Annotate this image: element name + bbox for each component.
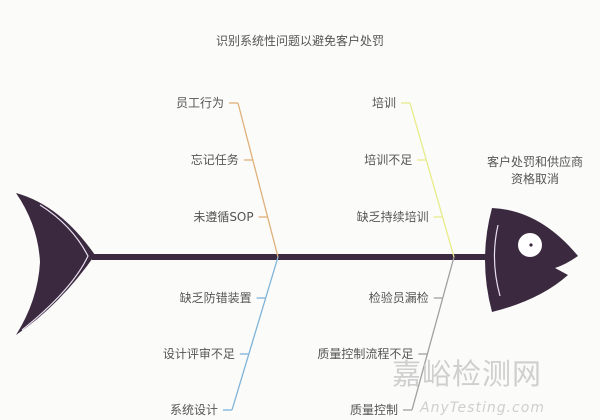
category-label: 培训 bbox=[371, 96, 396, 110]
effect-line1: 客户处罚和供应商 bbox=[486, 155, 583, 169]
category-bone bbox=[237, 102, 279, 258]
effect-line2: 资格取消 bbox=[510, 172, 559, 186]
category-label: 系统设计 bbox=[169, 403, 218, 417]
category-label: 员工行为 bbox=[175, 96, 224, 110]
effect-label: 客户处罚和供应商资格取消 bbox=[470, 154, 600, 188]
diagram-title: 识别系统性问题以避免客户处罚 bbox=[215, 34, 384, 48]
category-bone bbox=[409, 102, 455, 258]
category-bone bbox=[411, 256, 455, 411]
fish-spine bbox=[92, 254, 492, 260]
cause-label: 检验员漏检 bbox=[368, 291, 429, 305]
fish-head bbox=[485, 208, 578, 312]
fish-tail-highlight bbox=[21, 204, 89, 331]
cause-label: 质量控制流程不足 bbox=[317, 347, 414, 361]
fish-head-highlight bbox=[493, 224, 501, 297]
cause-label: 未遵循SOP bbox=[193, 210, 254, 224]
cause-label: 设计评审不足 bbox=[162, 347, 235, 361]
fish-pupil bbox=[529, 243, 533, 247]
cause-label: 缺乏防错装置 bbox=[179, 291, 252, 305]
cause-label: 缺乏持续培训 bbox=[356, 210, 429, 224]
watermark-text: 嘉峪检测网 bbox=[392, 357, 543, 391]
category-label: 质量控制 bbox=[349, 403, 398, 417]
watermark-url: AnyTesting.com bbox=[420, 400, 545, 416]
cause-label: 忘记任务 bbox=[190, 153, 239, 167]
category-bone bbox=[231, 256, 279, 411]
cause-label: 培训不足 bbox=[364, 153, 413, 167]
fish-tail bbox=[16, 193, 95, 335]
